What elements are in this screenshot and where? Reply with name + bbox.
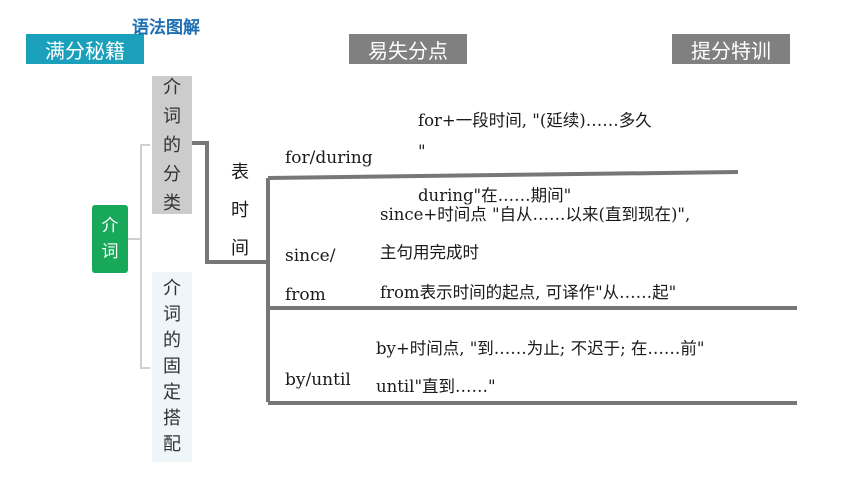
desc-line: since+时间点 "自从……以来(直到现在)", [380, 205, 691, 224]
desc-line: from表示时间的起点, 可译作"从……起" [380, 283, 677, 302]
node-char: 的 [163, 330, 181, 351]
node-char: 定 [163, 382, 181, 403]
node-char: 配 [163, 434, 181, 455]
node-char: 时 [231, 200, 249, 221]
desc-line: until"直到……" [376, 377, 496, 396]
node-char: 介 [163, 76, 181, 98]
node-preposition-classification: 介 词 的 分 类 [152, 76, 192, 214]
separator-for-during [267, 170, 739, 180]
root-node-preposition: 介 词 [92, 205, 128, 273]
desc-line: " [418, 142, 426, 161]
node-char: 词 [163, 105, 181, 127]
desc-line: by+时间点, "到……为止; 不迟于; 在……前" [376, 339, 705, 358]
root-char: 介 [101, 216, 119, 236]
tab-score-training[interactable]: 提分特训 [672, 34, 790, 64]
node-char: 分 [163, 163, 181, 185]
connector-root-fixed [140, 239, 150, 369]
section-subtitle: 语法图解 [132, 18, 200, 38]
desc-line: for+一段时间, "(延续)……多久 [418, 111, 652, 130]
desc-line: during"在……期间" [418, 186, 572, 205]
group-label-by-until: by/until [285, 370, 351, 390]
node-char: 的 [163, 134, 181, 156]
group-label-from: from [285, 285, 326, 305]
connector-root-classification [128, 144, 150, 240]
node-char: 搭 [163, 408, 181, 429]
node-preposition-fixed-collocation: 介 词 的 固 定 搭 配 [152, 272, 192, 462]
root-char: 词 [101, 242, 119, 262]
connector-classification-time [192, 141, 268, 264]
node-char: 表 [231, 162, 249, 183]
node-char: 介 [163, 278, 181, 299]
node-char: 固 [163, 356, 181, 377]
desc-line: 主句用完成时 [380, 243, 479, 262]
tab-full-score-tips[interactable]: 满分秘籍 [26, 34, 144, 64]
group-label-since: since/ [285, 246, 336, 266]
node-time-label: 表 时 间 [228, 154, 252, 268]
tab-easy-mistakes[interactable]: 易失分点 [349, 34, 467, 64]
node-char: 词 [163, 304, 181, 325]
node-char: 间 [231, 238, 249, 259]
group-label-for-during: for/during [285, 148, 373, 168]
node-char: 类 [163, 192, 181, 214]
